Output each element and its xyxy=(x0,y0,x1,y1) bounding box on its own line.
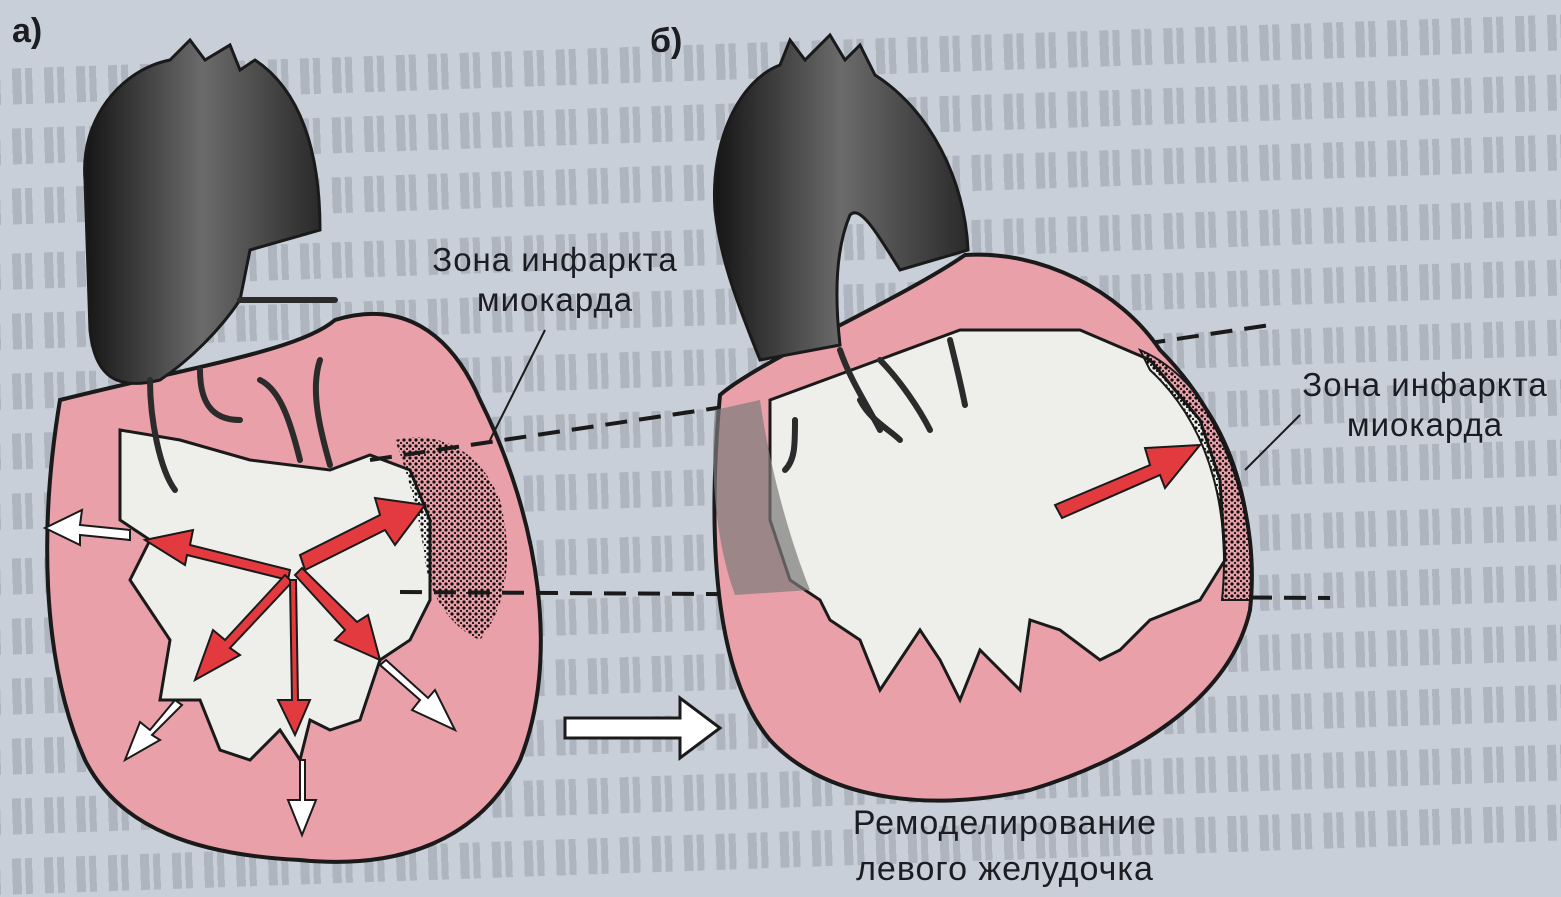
panel-label-a: а) xyxy=(12,12,42,51)
panel-label-b: б) xyxy=(650,22,682,61)
leader-line-a xyxy=(490,330,545,440)
heart-a xyxy=(45,40,545,862)
transition-arrow xyxy=(565,698,720,758)
aorta-a xyxy=(85,40,320,383)
heart-b xyxy=(713,35,1300,801)
leader-line-b xyxy=(1245,415,1300,470)
infarct-zone-label-b: Зона инфаркта миокарда xyxy=(1300,365,1550,445)
infarct-zone-label-a: Зона инфаркта миокарда xyxy=(405,240,705,320)
remodeling-label: Ремоделирование левого желудочка xyxy=(840,800,1170,892)
